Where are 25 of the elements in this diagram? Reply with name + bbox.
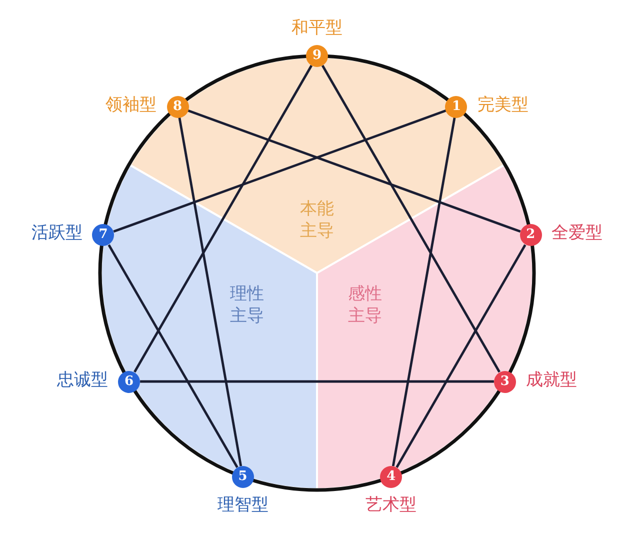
type-label: 活跃型 [31,222,82,244]
type-label: 和平型 [290,17,344,39]
number-circle: 9 [306,45,328,67]
connector-line [134,64,313,373]
type-label: 成就型 [526,368,577,390]
type-label: 理智型 [216,494,270,516]
type-label: 忠诚型 [57,368,108,390]
type-label: 艺术型 [364,494,418,516]
type-label: 全爱型 [552,222,603,244]
sector-label: 理性主导 [229,283,265,327]
connector-line [113,109,447,233]
number-circle: 1 [445,96,468,118]
connector-line [392,117,456,466]
connector-line [178,117,242,466]
connector-line [396,244,526,468]
connector-line [108,244,238,468]
connector-line [321,64,500,373]
type-label: 完美型 [477,94,528,116]
type-label: 领袖型 [106,94,156,116]
number-circle: 7 [92,224,114,246]
number-circle: 8 [166,96,188,118]
sector-label: 本能主导 [298,198,335,242]
connector-line [187,109,521,233]
sector-label: 感性主导 [347,283,383,327]
connector-line [140,380,494,383]
